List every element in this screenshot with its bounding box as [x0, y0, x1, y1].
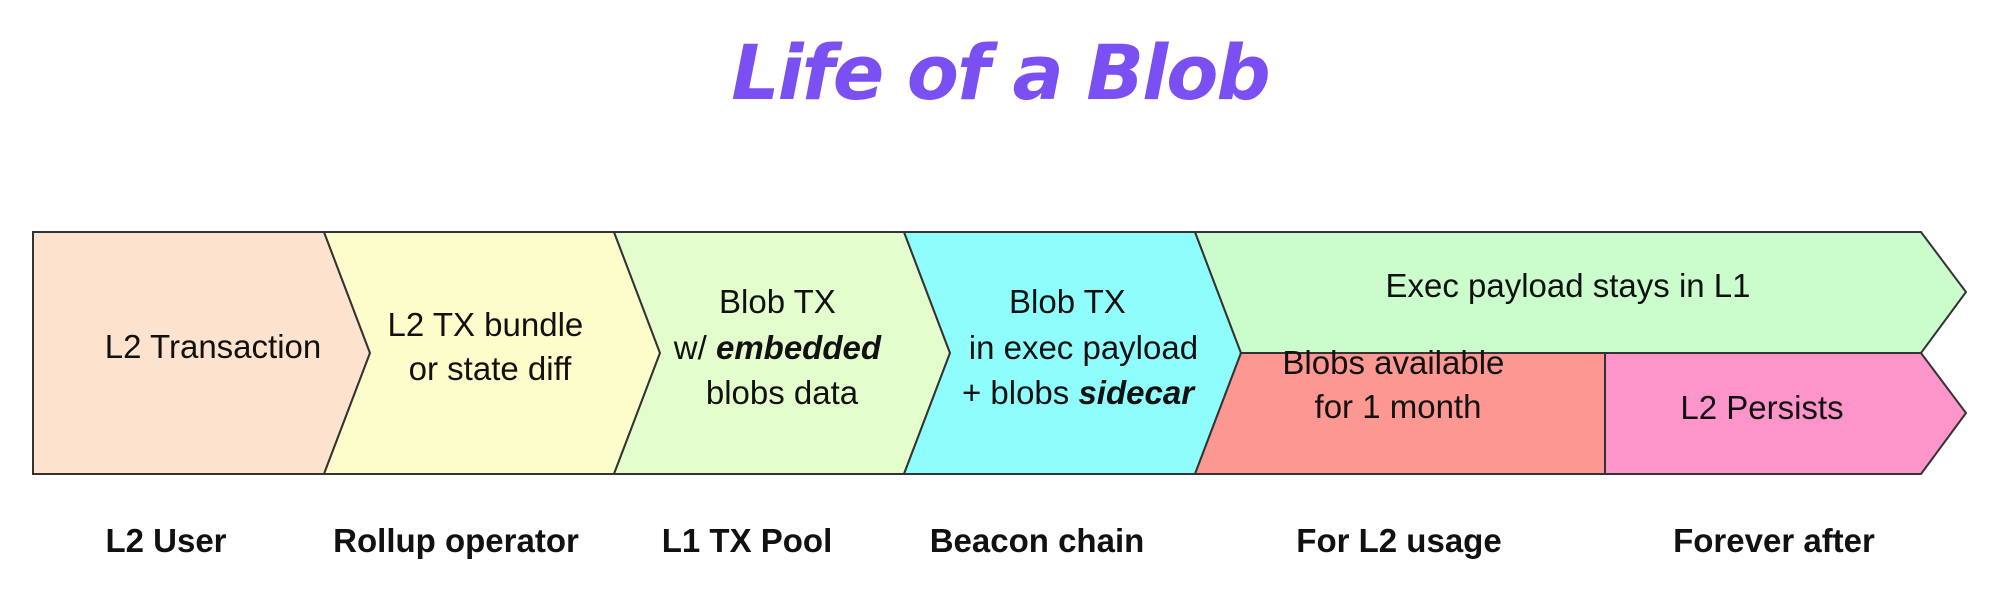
caption-for-l2-usage: For L2 usage [1296, 522, 1501, 559]
page-title: Life of a Blob [731, 28, 1271, 117]
l2-persists-chevron [1604, 352, 1968, 475]
caption-l2-user: L2 User [105, 522, 226, 559]
caption-l1-tx-pool: L1 TX Pool [662, 522, 833, 559]
exec-payload-band [1193, 231, 1968, 354]
l2-transaction-label: L2 Transaction [105, 328, 321, 365]
l2-persists-label: L2 Persists [1680, 389, 1843, 426]
caption-forever-after: Forever after [1673, 522, 1875, 559]
blob-tx-sidecar-label: Blob TX in exec payload + blobs sidecar [962, 283, 1207, 411]
blobs-available-label: Blobs available for 1 month [1282, 344, 1513, 425]
caption-beacon-chain: Beacon chain [930, 522, 1145, 559]
l2-tx-bundle-label: L2 TX bundle or state diff [388, 306, 593, 387]
exec-payload-label: Exec payload stays in L1 [1385, 267, 1750, 304]
caption-rollup-operator: Rollup operator [333, 522, 579, 559]
blob-tx-embedded-label: Blob TX w/ embedded blobs data [673, 283, 890, 411]
